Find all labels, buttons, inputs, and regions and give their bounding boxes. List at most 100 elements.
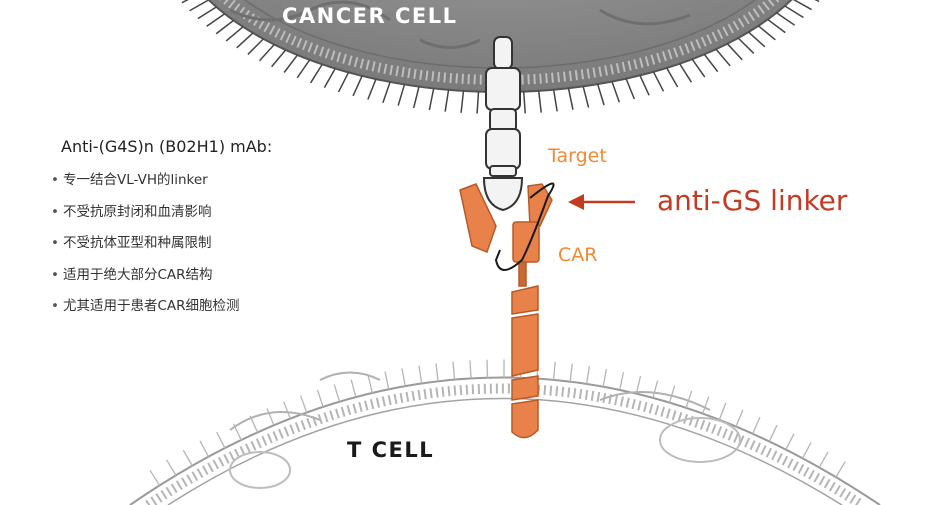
bullet-dot: • [51,172,59,188]
membrane-spike [619,372,625,391]
t-cell [129,371,881,505]
antibody-features-list: •专一结合VL-VH的linker •不受抗原封闭和血清影响 •不受抗体亚型和种… [51,170,240,328]
membrane-spike [737,37,755,55]
membrane-spike [569,363,573,382]
membrane-spike [401,368,406,387]
membrane-spike [271,49,287,68]
arrow-to-linker [568,194,635,210]
cancer-cell-spikes [181,0,820,114]
membrane-spike [444,89,450,112]
membrane-spike [216,431,226,449]
membrane-spike [702,396,710,414]
cancer-cell-label: CANCER CELL [282,4,458,28]
membrane-spike [652,71,665,92]
membrane-spike [296,59,311,79]
membrane-spike [337,71,350,93]
membrane-spike [316,389,324,408]
membrane-spike [582,86,590,108]
membrane-spike [350,379,357,398]
membrane-spike [182,449,193,467]
membrane-spike [767,18,786,34]
membrane-spike [199,440,210,457]
membrane-spike [625,78,636,100]
gs-linker [494,182,555,271]
membrane-spike [668,385,676,403]
membrane-spike [678,63,693,83]
membrane-spike [735,409,744,427]
membrane-spike [469,360,472,379]
membrane-spike [452,361,456,380]
membrane-spike [232,423,242,441]
membrane-spike [602,368,608,387]
membrane-spike [814,0,820,3]
membrane-spike [792,0,812,11]
membrane-spike [652,380,659,399]
membrane-spike [333,384,341,402]
membrane-spike [225,26,244,42]
membrane-spike [460,90,465,113]
membrane-spike [247,38,264,55]
membrane-spike [197,6,217,20]
membrane-spike [691,58,706,78]
membrane-spike [718,402,727,421]
membrane-spike [703,53,719,73]
membrane-spike [149,469,161,486]
list-item: •尤其适用于患者CAR细胞检测 [51,296,240,328]
membrane-spike [666,67,679,88]
membrane-spike [552,89,558,112]
membrane-spike [367,375,373,394]
membrane-spike [784,5,804,19]
membrane-spike [299,395,308,413]
membrane-spike [552,361,556,380]
membrane-spike [181,0,189,4]
membrane-spike [323,68,336,88]
membrane-spike [537,90,542,113]
membrane-spike [522,91,527,114]
list-item: •不受抗体亚型和种属限制 [51,233,240,265]
membrane-spike [412,86,420,109]
car-structure [459,183,553,439]
membrane-spike [752,417,761,434]
membrane-spike [249,415,259,433]
membrane-spike [802,442,812,459]
membrane-spike [283,54,299,73]
membrane-spike [818,451,829,468]
feature-text: 专一结合VL-VH的linker [63,172,208,188]
membrane-spike [726,43,743,61]
membrane-spike [206,13,226,27]
list-item: •适用于绝大部分CAR结构 [51,265,240,297]
membrane-spike [384,371,390,390]
t-cell-spikes [149,359,846,486]
bullet-dot: • [51,203,59,220]
membrane-spike [835,461,846,478]
feature-text: 不受抗原封闭和血清影响 [63,203,212,220]
membrane-spike [309,63,323,84]
membrane-spike [166,459,177,476]
membrane-spike [397,84,406,106]
t-cell-label: T CELL [347,438,435,462]
membrane-spike [283,401,291,419]
membrane-spike [635,376,642,394]
membrane-spike [748,31,766,48]
membrane-spike [715,48,731,67]
membrane-spike [189,0,210,12]
feature-text: 尤其适用于患者CAR细胞检测 [63,298,240,314]
membrane-spike [428,88,435,111]
list-item: •专一结合VL-VH的linker [51,170,240,202]
membrane-spike [768,424,778,442]
membrane-spike [611,81,621,103]
membrane-spike [382,81,391,103]
membrane-spike [258,43,275,62]
bullet-dot: • [51,266,59,283]
membrane-spike [757,25,776,41]
bullet-dot: • [51,298,59,314]
membrane-spike [215,19,235,35]
membrane-spike [785,433,795,450]
membrane-spike [435,363,439,382]
feature-text: 适用于绝大部分CAR结构 [63,266,213,283]
list-item: •不受抗原封闭和血清影响 [51,202,240,234]
membrane-spike [352,75,363,97]
target-label: Target [548,145,607,167]
membrane-spike [476,91,480,114]
